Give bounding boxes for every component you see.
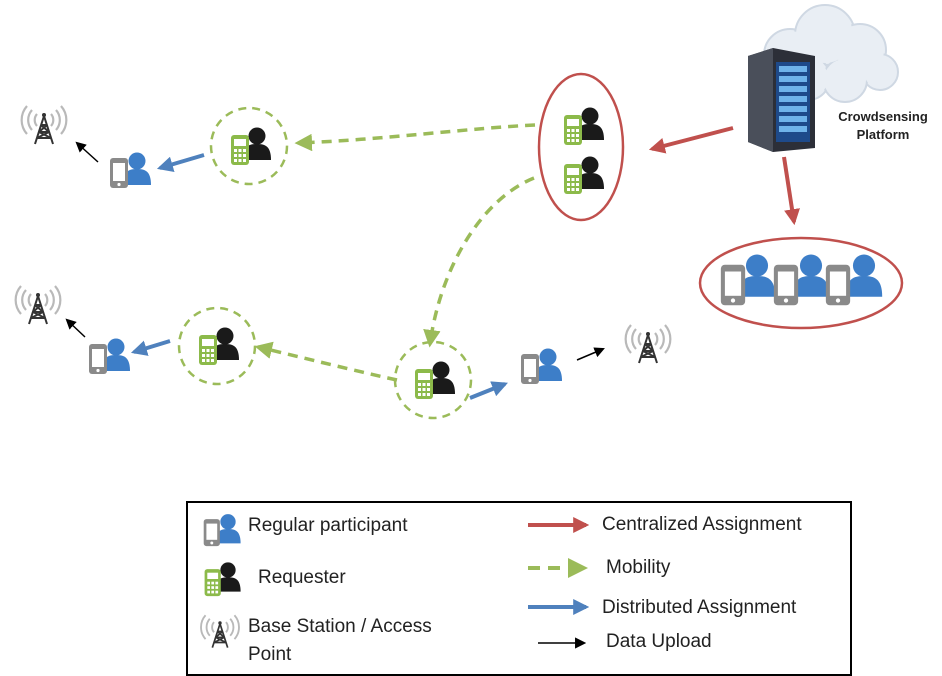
legend-requester-label: Requester — [258, 567, 346, 588]
legend-data-upload-label: Data Upload — [606, 631, 712, 652]
requester-icon — [564, 108, 604, 146]
requester-icon — [231, 128, 271, 166]
antenna-icon — [20, 104, 68, 146]
requester-icon — [564, 157, 604, 195]
legend-regular-participant-label: Regular participant — [248, 515, 408, 536]
legend-regular-participant-icon — [200, 509, 242, 547]
requester-circle — [393, 340, 473, 420]
centralized-arrow-to-requesters — [648, 126, 734, 154]
legend: Regular participant Requester Base Stati… — [186, 501, 852, 676]
regular-participant-icon — [521, 349, 562, 385]
legend-centralized-label: Centralized Assignment — [602, 514, 802, 535]
data-upload-arrows — [65, 141, 605, 361]
legend-requester-icon — [200, 559, 242, 597]
participant-group-ellipse — [698, 236, 904, 330]
antenna-icon — [14, 284, 62, 326]
centralized-arrow-to-participants — [782, 156, 800, 226]
requester-icon — [415, 362, 455, 400]
legend-distributed-arrow-icon — [528, 599, 590, 615]
requester-circle — [177, 306, 257, 386]
requester-icon — [199, 328, 239, 366]
server-icon — [748, 48, 815, 152]
legend-mobility-label: Mobility — [606, 557, 671, 578]
regular-participant-group — [720, 254, 883, 306]
legend-centralized-arrow-icon — [528, 517, 590, 533]
legend-data-upload-arrow-icon — [538, 637, 587, 649]
legend-distributed-label: Distributed Assignment — [602, 597, 797, 618]
platform-label-line1: Crowdsensing — [838, 109, 928, 124]
legend-base-station-label: Base Station / Access — [248, 616, 432, 637]
distributed-arrows — [130, 153, 508, 400]
legend-mobility-arrow-icon — [528, 558, 588, 578]
legend-antenna-icon — [200, 614, 240, 649]
platform-label-line2: Platform — [856, 127, 910, 142]
mobility-paths — [254, 123, 536, 382]
regular-participant-icon — [89, 339, 130, 375]
antenna-icon — [624, 323, 672, 365]
legend-base-station-label-line2: Point — [248, 644, 292, 665]
requester-circle — [209, 106, 289, 186]
requester-group-ellipse — [537, 72, 625, 222]
regular-participant-icon — [110, 153, 151, 189]
platform-label: Crowdsensing Platform — [818, 108, 942, 144]
